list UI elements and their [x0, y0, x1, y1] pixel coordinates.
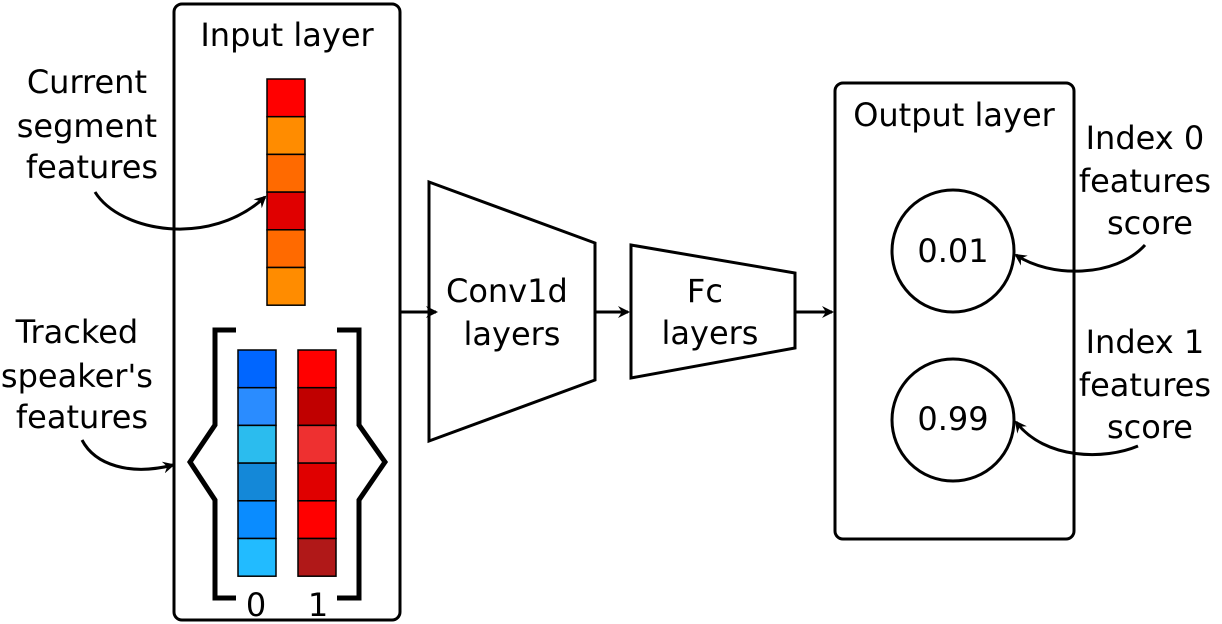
current-segment-feature-vector — [266, 78, 306, 306]
index1-pointer-arrow — [1014, 420, 1139, 456]
speaker-0-feature-cell — [237, 349, 277, 389]
current-segment-feature-cell — [266, 229, 306, 269]
speaker-0-feature-cell — [237, 424, 277, 464]
output-layer-box — [833, 81, 1076, 541]
tracked-speaker-pointer-arrow — [80, 439, 175, 474]
current-segment-feature-cell — [266, 78, 306, 118]
right-curly-brace — [337, 327, 389, 601]
speaker-0-feature-cell — [237, 386, 277, 427]
current-segment-feature-cell — [266, 266, 306, 306]
tracked-speaker-label: Tracked speaker's features — [1, 313, 163, 436]
current-segment-label: Current segment features — [17, 63, 168, 186]
speaker-1-feature-vector — [297, 349, 337, 577]
conv1d-layers-label: Conv1d layers — [446, 272, 578, 353]
speaker-1-feature-cell — [297, 349, 337, 389]
speaker-0-feature-cell — [237, 500, 277, 540]
input-layer-title: Input layer — [200, 16, 374, 54]
index0-pointer-arrow — [1014, 243, 1147, 273]
left-curly-brace — [186, 327, 236, 601]
score-value-index-0: 0.01 — [917, 232, 988, 270]
speaker-index-label-1: 1 — [308, 586, 328, 624]
speaker-0-feature-vector — [237, 349, 277, 577]
score-node-index-0 — [890, 188, 1016, 314]
current-segment-pointer-arrow — [93, 191, 267, 231]
speaker-1-feature-cell — [297, 424, 337, 464]
speaker-0-feature-cell — [237, 537, 277, 577]
output-layer-title: Output layer — [853, 96, 1055, 134]
speaker-0-feature-cell — [237, 462, 277, 502]
score-node-index-1 — [890, 357, 1016, 483]
current-segment-feature-cell — [266, 153, 306, 193]
fc-layers-block — [629, 243, 797, 380]
fc-layers-label: Fc layers — [662, 272, 759, 352]
speaker-1-feature-cell — [297, 537, 337, 577]
current-segment-feature-cell — [266, 115, 306, 156]
speaker-1-feature-cell — [297, 500, 337, 540]
speaker-1-feature-cell — [297, 386, 337, 427]
speaker-1-feature-cell — [297, 462, 337, 502]
conv1d-layers-block — [427, 179, 597, 444]
speaker-index-label-0: 0 — [246, 586, 266, 624]
index1-score-label: Index 1 features score — [1079, 323, 1221, 446]
score-value-index-1: 0.99 — [917, 400, 988, 438]
index0-score-label: Index 0 features score — [1079, 119, 1221, 242]
current-segment-feature-cell — [266, 191, 306, 231]
